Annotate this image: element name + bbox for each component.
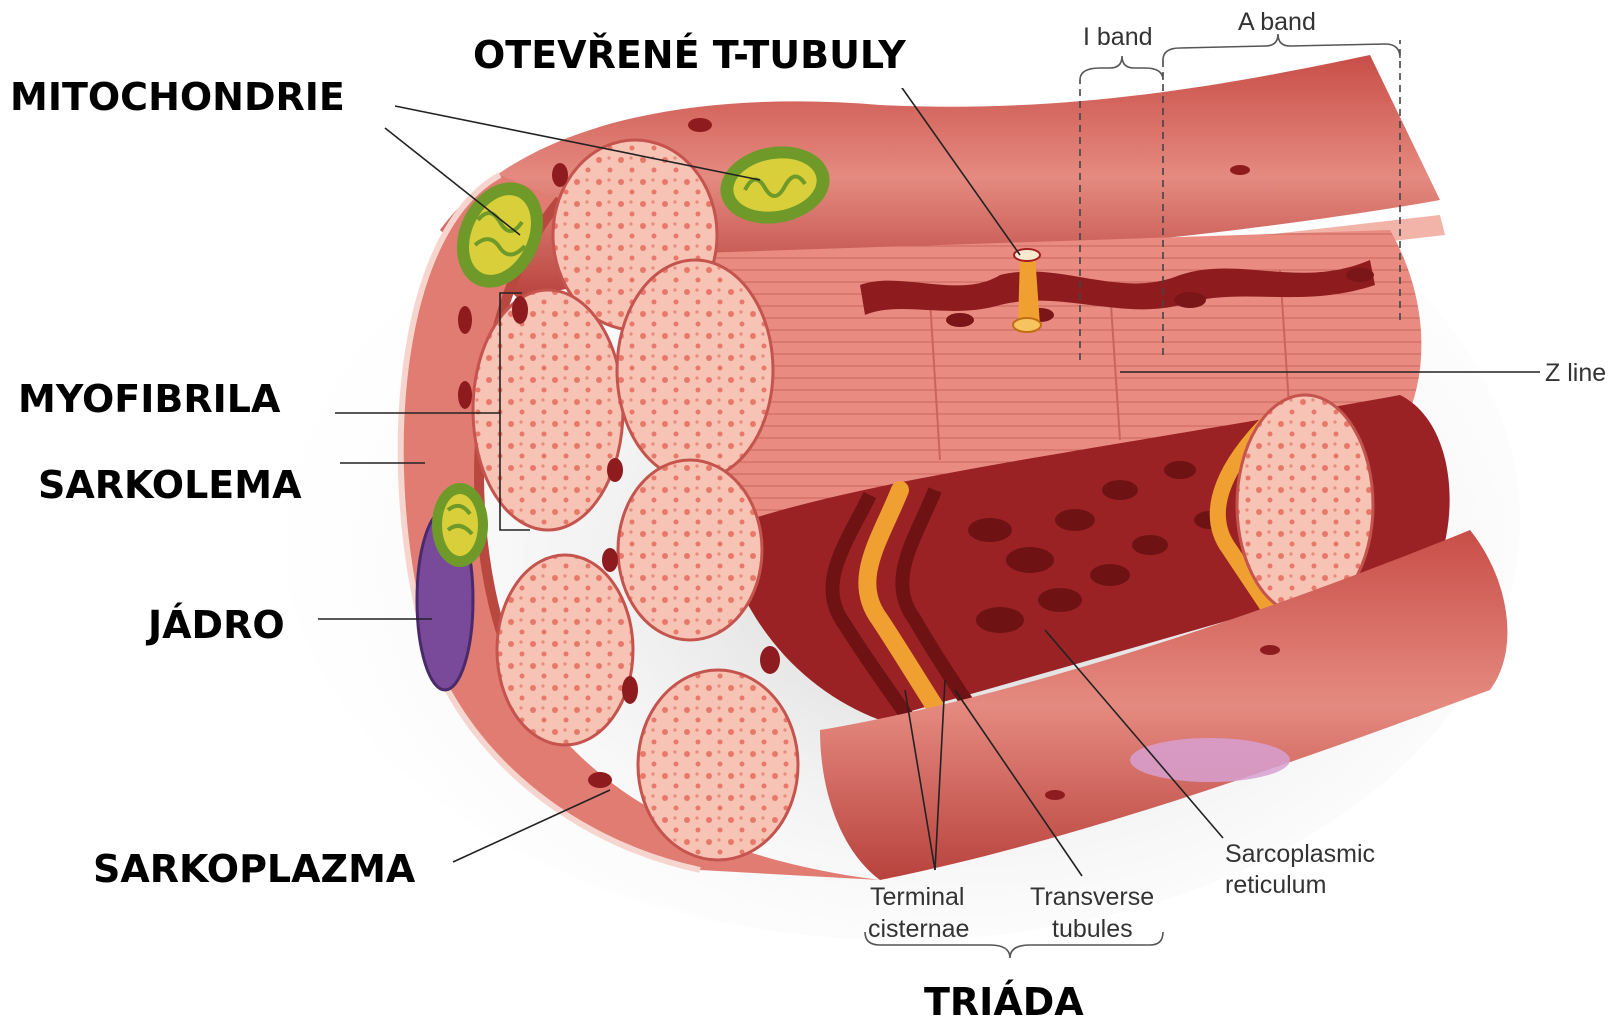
label-sarcoplasmic: Sarcoplasmic [1225, 840, 1375, 868]
mitochondrion-3 [432, 483, 488, 567]
label-cisternae: cisternae [868, 915, 969, 943]
label-tubules: tubules [1052, 915, 1133, 943]
nucleus-surface [1130, 738, 1290, 782]
label-otevrene-t-tubuly: OTEVŘENÉ T-TUBULY [473, 33, 906, 77]
label-mitochondrie: MITOCHONDRIE [10, 75, 345, 119]
label-reticulum: reticulum [1225, 871, 1326, 899]
label-sarkolema: SARKOLEMA [38, 463, 302, 507]
label-sarkoplazma: SARKOPLAZMA [93, 847, 416, 891]
label-terminal: Terminal [870, 883, 964, 911]
label-z-line: Z line [1545, 359, 1606, 387]
label-myofibrila: MYOFIBRILA [18, 377, 281, 421]
label-a-band: A band [1238, 8, 1316, 36]
label-transverse: Transverse [1030, 883, 1154, 911]
label-jadro: JÁDRO [145, 603, 285, 647]
label-i-band: I band [1083, 23, 1153, 51]
label-triada: TRIÁDA [924, 980, 1084, 1023]
